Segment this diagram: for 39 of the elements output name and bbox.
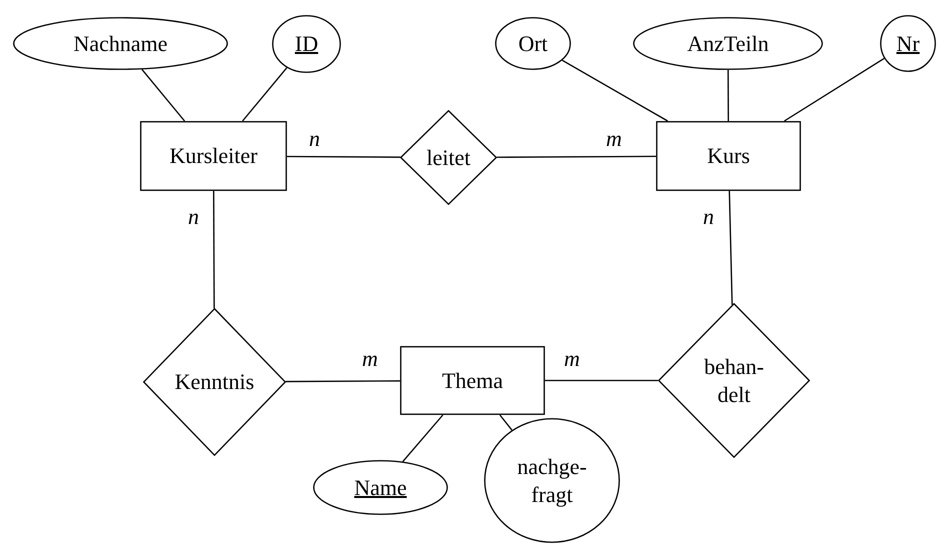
attribute-ellipse: [495, 17, 571, 70]
entity-box: [140, 121, 287, 191]
attribute-ellipse: [13, 17, 228, 70]
relationship-diamond: [658, 303, 810, 458]
attribute-ellipse: [313, 460, 448, 515]
connector-line: [728, 190, 733, 305]
connector-line: [499, 414, 512, 430]
attribute-ellipse: [880, 15, 936, 72]
node-label: Name: [354, 474, 407, 502]
attribute-ellipse: [633, 17, 823, 70]
relationship-diamond: [143, 308, 286, 456]
connector-line: [545, 380, 658, 382]
relationship-diamond: [400, 110, 497, 205]
entity-box: [656, 121, 801, 191]
node-label: ID: [294, 30, 318, 58]
attribute-ellipse: [272, 15, 341, 73]
node-label: Nr: [896, 30, 920, 58]
connector-line: [213, 191, 215, 308]
node-label: Nachname: [73, 30, 168, 58]
node-label: leitet: [426, 144, 470, 172]
connector-line: [141, 69, 186, 122]
connector-line: [562, 60, 668, 122]
node-label: Kurs: [707, 142, 750, 170]
connector-line: [496, 156, 656, 158]
node-label: Kenntnis: [174, 368, 254, 396]
node-label: Ort: [518, 30, 548, 58]
node-label: Kursleiter: [170, 142, 258, 170]
connector-line: [784, 58, 884, 122]
connector-line: [287, 156, 400, 158]
connector-line: [727, 70, 729, 121]
connector-line: [242, 67, 288, 122]
attribute-ellipse: [484, 418, 620, 543]
entity-box: [400, 346, 545, 415]
node-label: nachge- fragt: [517, 453, 587, 508]
node-label: Thema: [442, 366, 504, 394]
node-label: behan- delt: [703, 353, 765, 408]
connector-line: [402, 414, 444, 462]
connector-line: [286, 380, 400, 382]
node-label: AnzTeiln: [687, 30, 769, 58]
